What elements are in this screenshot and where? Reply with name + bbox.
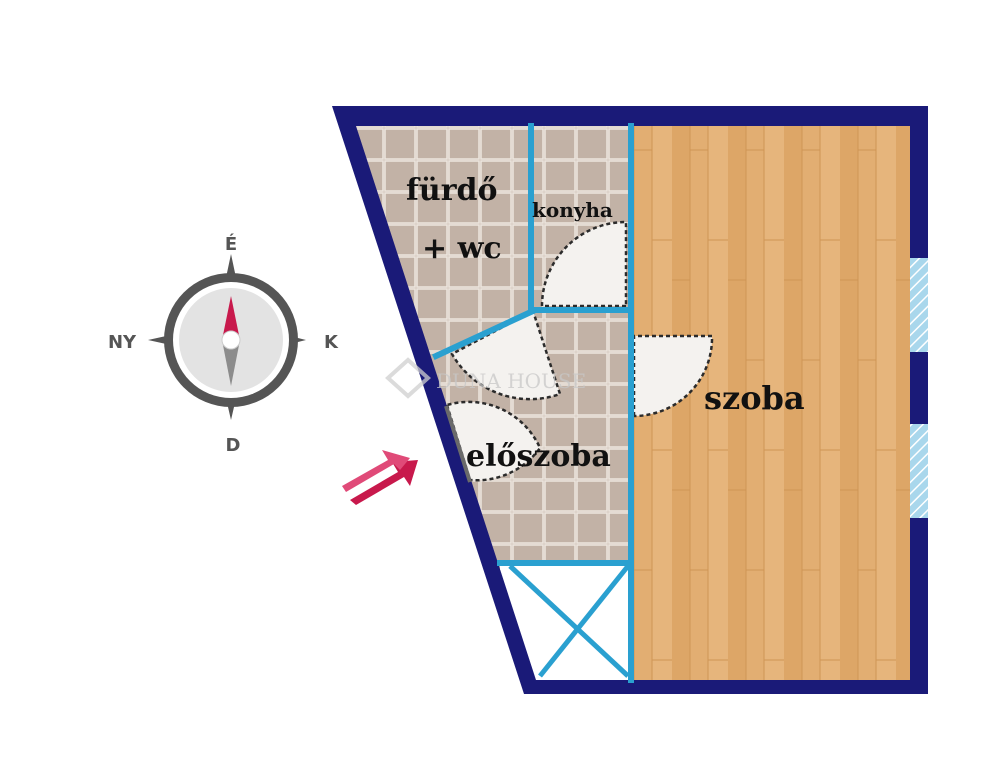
watermark-text: DUNA HOUSE [436,369,586,393]
inner-walls [432,123,634,683]
entrance-door-leaf [444,405,472,483]
door-swings [445,220,714,482]
balcony-cross [508,564,630,678]
kitchen-label: konyha [532,198,613,222]
window-lower [910,424,928,518]
entrance-door-swing [445,400,542,482]
room-door-swing [632,334,714,418]
parquet-floor [634,126,910,680]
compass-west-label: NY [108,332,137,353]
compass-needle-north [222,296,240,340]
compass-needle-south [222,340,240,386]
compass-south-label: D [226,435,241,456]
room-label: szoba [704,379,805,417]
kitchen-door-swing [540,220,628,308]
entry-arrow-icon [342,450,418,505]
bathroom-label: fürdő [406,173,498,208]
bathroom-label-line2: + wc [422,231,502,266]
compass-icon: É D K NY [108,233,339,456]
hall-label: előszoba [466,439,611,474]
compass-north-label: É [225,233,237,255]
window-upper [910,258,928,352]
watermark-logo-icon [385,357,431,399]
bathroom-door-swing [450,309,562,401]
compass-east-label: K [324,332,339,353]
watermark: DUNA HOUSE [385,357,586,399]
